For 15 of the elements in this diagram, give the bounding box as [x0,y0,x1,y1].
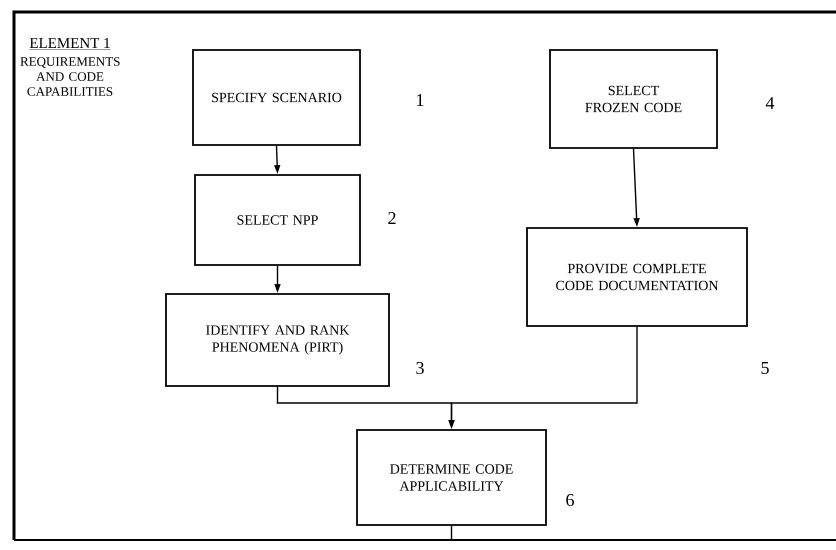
step-number: 2 [388,212,396,224]
heading: ELEMENT 1 [29,38,111,50]
process-box: SELECT FROZEN CODE [549,49,718,149]
process-box: PROVIDE COMPLETE CODE DOCUMENTATION [526,227,748,327]
connector [450,526,452,540]
step-number: 3 [416,362,424,374]
step-number: 5 [762,362,769,374]
process-box: SPECIFY SCENARIO [192,49,361,146]
element-description: REQUIREMENTS AND CODE CAPABILITIES [20,57,120,96]
process-box: DETERMINE CODE APPLICABILITY [356,429,547,526]
process-box: SELECT NPP [194,174,361,266]
step-number: 1 [417,94,424,106]
process-box: IDENTIFY AND RANK PHENOMENA (PIRT) [165,293,390,387]
step-number: 4 [766,97,774,109]
step-number: 6 [566,494,574,506]
